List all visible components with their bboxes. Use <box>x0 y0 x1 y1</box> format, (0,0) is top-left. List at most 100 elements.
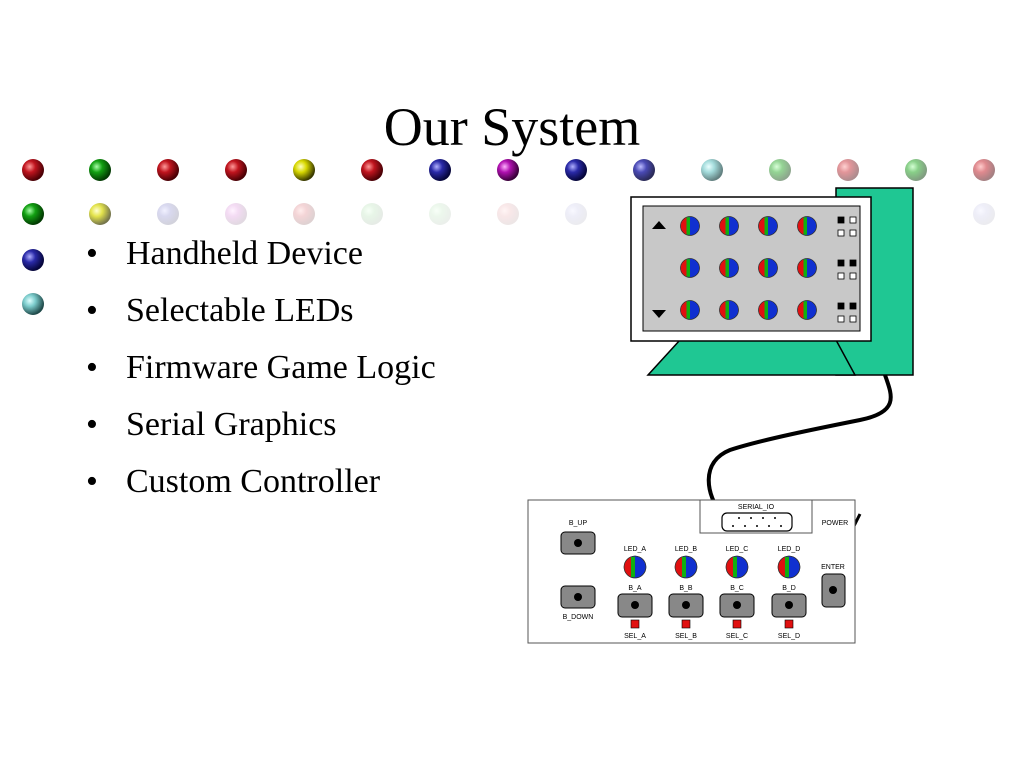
b-a-button[interactable] <box>617 593 653 618</box>
bead <box>22 249 44 271</box>
b-b-label: B_B <box>679 585 693 592</box>
bead <box>429 203 451 225</box>
bullet-item: • Serial Graphics <box>86 399 436 456</box>
sel-a-label: SEL_A <box>624 633 646 640</box>
b-up-button[interactable] <box>560 531 596 555</box>
triangle-down-icon <box>652 310 666 318</box>
b-c-label: B_C <box>730 585 744 592</box>
led-icon <box>719 258 739 278</box>
bullet-dot: • <box>86 349 98 386</box>
bead <box>22 159 44 181</box>
bullet-text: Firmware Game Logic <box>126 349 436 386</box>
b-up-label: B_UP <box>569 520 588 527</box>
bullet-dot: • <box>86 235 98 272</box>
bead <box>633 159 655 181</box>
b-down-label: B_DOWN <box>563 614 594 621</box>
led-icon <box>797 216 817 236</box>
sel-b-label: SEL_B <box>675 633 697 640</box>
led-c-label: LED_C <box>726 546 749 553</box>
enter-label: ENTER <box>821 564 845 571</box>
bead <box>293 203 315 225</box>
bead <box>973 159 995 181</box>
bead <box>157 159 179 181</box>
power-label: POWER <box>822 520 848 527</box>
slide-title: Our System <box>383 97 641 157</box>
bead <box>22 203 44 225</box>
bead <box>89 159 111 181</box>
sel-d-label: SEL_D <box>778 633 800 640</box>
sel-c-label: SEL_C <box>726 633 748 640</box>
led-d-icon <box>777 555 801 579</box>
bead <box>769 159 791 181</box>
led-icon <box>719 300 739 320</box>
led-icon <box>680 300 700 320</box>
bead <box>497 159 519 181</box>
decorative-beads <box>22 159 995 315</box>
serial-cable <box>706 374 893 517</box>
b-d-label: B_D <box>782 585 796 592</box>
led-b-icon <box>674 555 698 579</box>
bead <box>565 203 587 225</box>
led-icon <box>797 300 817 320</box>
bullet-text: Serial Graphics <box>126 406 337 443</box>
bead <box>429 159 451 181</box>
serial-notch <box>699 500 813 534</box>
handheld-device <box>630 187 914 376</box>
bead-row-top <box>22 159 995 181</box>
bead <box>565 159 587 181</box>
bullet-dot: • <box>86 463 98 500</box>
bead <box>497 203 519 225</box>
bullet-text: Custom Controller <box>126 463 381 500</box>
bullet-text: Handheld Device <box>126 235 363 272</box>
led-icon <box>680 216 700 236</box>
bead <box>837 159 859 181</box>
bullet-item: • Handheld Device <box>86 228 436 285</box>
led-icon <box>758 300 778 320</box>
bead <box>89 203 111 225</box>
led-d-label: LED_D <box>778 546 801 553</box>
bead <box>22 293 44 315</box>
enter-button[interactable] <box>821 573 846 608</box>
led-b-label: LED_B <box>675 546 698 553</box>
bead-row-second <box>22 203 995 225</box>
serial-connector[interactable] <box>721 512 793 532</box>
led-icon <box>758 216 778 236</box>
bead <box>361 159 383 181</box>
serial-io-label: SERIAL_IO <box>738 504 775 511</box>
sel-c-indicator <box>732 619 742 629</box>
b-a-label: B_A <box>628 585 642 592</box>
bullet-item: • Selectable LEDs <box>86 285 436 342</box>
bullet-dot: • <box>86 406 98 443</box>
monitor-screen <box>642 205 861 332</box>
b-c-button[interactable] <box>719 593 755 618</box>
monitor-base <box>646 339 857 376</box>
bullet-item: • Custom Controller <box>86 456 436 513</box>
bead <box>973 203 995 225</box>
bead <box>225 203 247 225</box>
led-icon <box>797 258 817 278</box>
led-c-icon <box>725 555 749 579</box>
sel-d-indicator <box>784 619 794 629</box>
bead <box>157 203 179 225</box>
led-icon <box>758 258 778 278</box>
bead <box>293 159 315 181</box>
sel-b-indicator <box>681 619 691 629</box>
bead <box>701 159 723 181</box>
led-a-label: LED_A <box>624 546 647 553</box>
led-a-icon <box>623 555 647 579</box>
bullet-item: • Firmware Game Logic <box>86 342 436 399</box>
sel-a-indicator <box>630 619 640 629</box>
bead <box>905 159 927 181</box>
led-icon <box>680 258 700 278</box>
bead <box>225 159 247 181</box>
bead <box>361 203 383 225</box>
b-d-button[interactable] <box>771 593 807 618</box>
triangle-up-icon <box>652 221 666 229</box>
bullet-text: Selectable LEDs <box>126 292 354 329</box>
b-b-button[interactable] <box>668 593 704 618</box>
led-icon <box>719 216 739 236</box>
bullet-dot: • <box>86 292 98 329</box>
b-down-button[interactable] <box>560 585 596 609</box>
custom-controller: SERIAL_IO POWER B_UP B_DOWN LED_A B_A SE… <box>527 499 856 644</box>
